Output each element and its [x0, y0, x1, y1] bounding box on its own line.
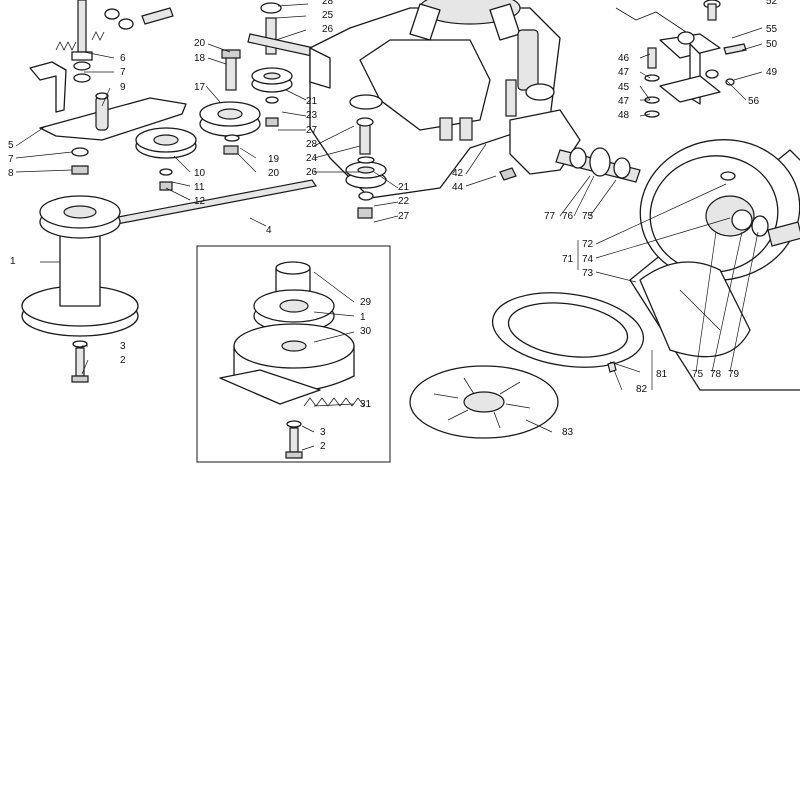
label-11: 11 — [194, 182, 205, 193]
part-spacer-18 — [221, 49, 241, 91]
label-48: 48 — [618, 110, 630, 121]
label-5: 5 — [8, 140, 14, 151]
label-28b: 28 — [306, 139, 318, 150]
label-31: 31 — [360, 399, 372, 410]
label-9: 9 — [120, 82, 126, 93]
inset-frame — [196, 245, 391, 463]
label-1b: 1 — [360, 312, 366, 323]
label-28: 28 — [322, 0, 334, 7]
label-25: 25 — [322, 10, 334, 21]
part-idler-pulley-left — [135, 127, 197, 191]
label-47b: 47 — [618, 96, 630, 107]
label-27b: 27 — [398, 211, 410, 222]
label-26: 26 — [322, 24, 334, 35]
label-46: 46 — [618, 53, 630, 64]
label-50: 50 — [766, 39, 778, 50]
label-77: 77 — [544, 211, 556, 222]
label-26b: 26 — [306, 167, 318, 178]
part-nuts-top — [104, 7, 174, 30]
label-21b: 21 — [398, 182, 410, 193]
label-21: 21 — [306, 96, 318, 107]
part-engine-pulley-1 — [21, 195, 139, 383]
leader-lines — [15, 3, 763, 451]
label-19: 19 — [268, 154, 280, 165]
label-1: 1 — [10, 256, 16, 267]
label-49: 49 — [766, 67, 778, 78]
label-23: 23 — [306, 110, 318, 121]
label-47: 47 — [618, 67, 630, 78]
label-20: 20 — [194, 38, 206, 49]
label-42: 42 — [452, 168, 464, 179]
label-20b: 20 — [268, 168, 280, 179]
label-71: 71 — [562, 254, 574, 265]
label-2b: 2 — [320, 441, 326, 452]
label-8: 8 — [8, 168, 14, 179]
part-number-labels: 28 25 26 20 18 17 21 23 27 28 24 26 19 2… — [8, 0, 778, 452]
part-nuts-7-8 — [71, 147, 89, 175]
label-18: 18 — [194, 53, 206, 64]
label-81: 81 — [656, 369, 668, 380]
label-7: 7 — [120, 67, 126, 78]
label-55: 55 — [766, 24, 778, 35]
part-bracket-5 — [29, 61, 187, 141]
label-74: 74 — [582, 254, 594, 265]
label-76: 76 — [562, 211, 574, 222]
part-pulley-17 — [199, 101, 261, 155]
label-75: 75 — [582, 211, 594, 222]
part-hubcap-83 — [409, 365, 559, 439]
label-27: 27 — [306, 125, 318, 136]
label-52: 52 — [766, 0, 778, 7]
part-wheel — [629, 139, 800, 391]
label-72: 72 — [582, 239, 594, 250]
label-73: 73 — [582, 268, 594, 279]
label-83: 83 — [562, 427, 574, 438]
label-24: 24 — [306, 153, 318, 164]
label-12: 12 — [194, 196, 206, 207]
label-4: 4 — [266, 225, 272, 236]
label-2: 2 — [120, 355, 126, 366]
label-45: 45 — [618, 82, 630, 93]
label-3: 3 — [120, 341, 126, 352]
part-spring-top-left — [55, 31, 105, 51]
label-79: 79 — [728, 369, 740, 380]
label-29: 29 — [360, 297, 372, 308]
label-3b: 3 — [320, 427, 326, 438]
label-6: 6 — [120, 53, 126, 64]
part-bracket-right — [615, 0, 747, 118]
label-56: 56 — [748, 96, 760, 107]
label-30: 30 — [360, 326, 372, 337]
label-17: 17 — [194, 82, 206, 93]
part-washers-6-7 — [73, 61, 91, 83]
label-22: 22 — [398, 196, 410, 207]
part-pulley-21-upper — [251, 67, 293, 127]
label-10: 10 — [194, 168, 206, 179]
part-pin-26 — [247, 33, 315, 57]
part-bolt-25 — [260, 2, 282, 55]
part-bolt-top-left — [71, 0, 93, 61]
part-ring-81 — [491, 292, 645, 373]
label-82: 82 — [636, 384, 648, 395]
label-75b: 75 — [692, 369, 704, 380]
part-axle — [499, 147, 641, 183]
label-78: 78 — [710, 369, 722, 380]
label-7b: 7 — [8, 154, 14, 165]
part-bolt-24 — [349, 94, 383, 164]
part-clutch-assembly — [219, 261, 365, 459]
label-44: 44 — [452, 182, 464, 193]
